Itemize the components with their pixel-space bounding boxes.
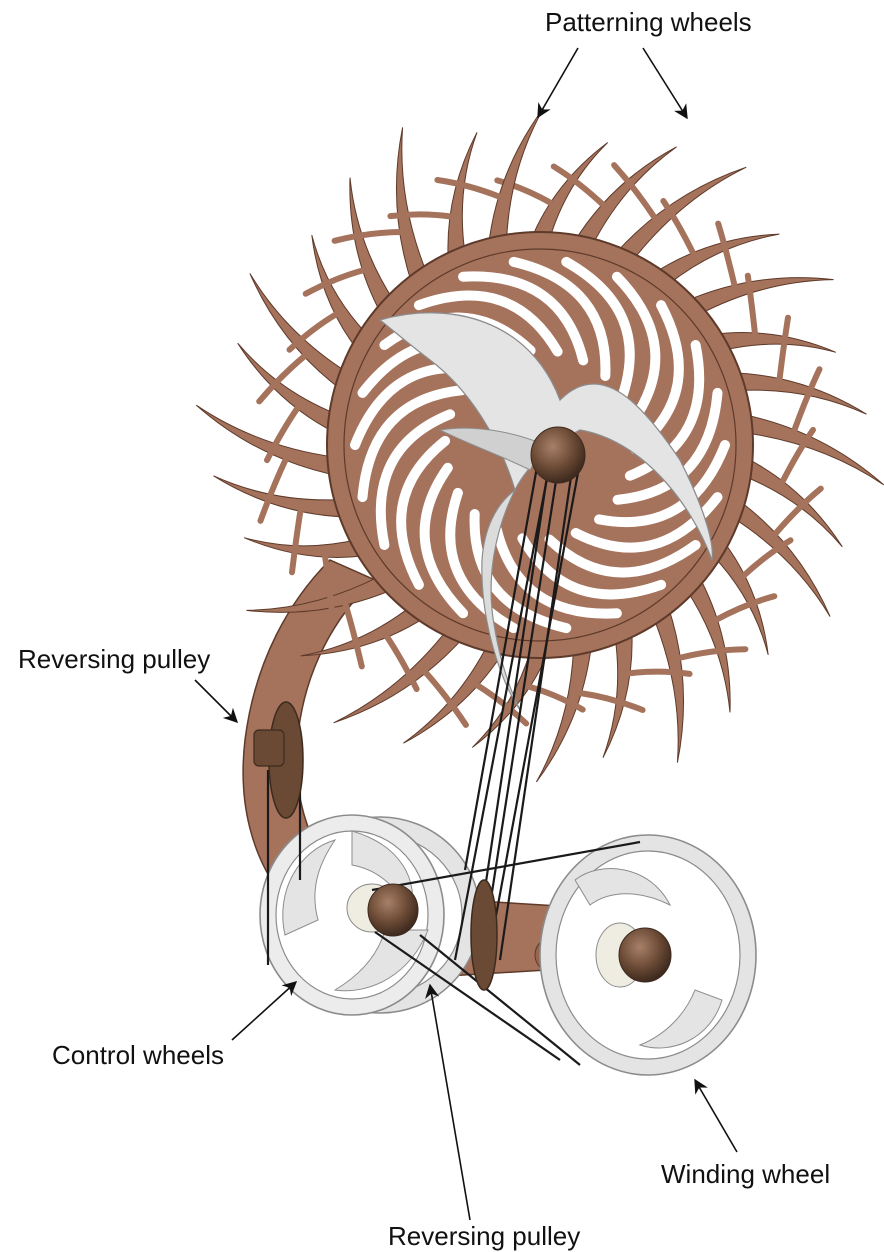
arrow-patterning-left	[538, 48, 578, 117]
arrow-winding	[695, 1080, 737, 1152]
wheel-spike-branch	[779, 318, 788, 381]
wheel-spike-branch	[679, 649, 745, 658]
wheel-spike-branch	[628, 672, 689, 674]
wheel-spike-branch	[580, 693, 643, 710]
wheel-spike	[488, 108, 543, 247]
wheel-spike	[686, 278, 834, 315]
label-reversing-pulley-left: Reversing pulley	[18, 644, 210, 674]
wheel-spike-branch	[306, 270, 365, 294]
knob-control	[368, 884, 418, 936]
wheel-spike	[536, 643, 591, 782]
arrow-control	[232, 982, 296, 1040]
arrow-reversing-left	[195, 680, 237, 722]
wheel-spike-branch	[261, 459, 287, 521]
wheel-spike-branch	[390, 214, 451, 216]
wheel-spike-branch	[290, 314, 337, 350]
wheel-spike-branch	[794, 369, 820, 431]
label-winding-wheel: Winding wheel	[661, 1159, 830, 1189]
wheel-spike	[732, 373, 867, 414]
wheel-spike-branch	[716, 596, 775, 620]
wheel-spike-branch	[437, 180, 500, 197]
reversing-pulley-bottom-part	[471, 880, 497, 990]
label-control-wheels: Control wheels	[52, 1040, 224, 1070]
wheel-spike	[396, 127, 427, 284]
wheel-spike	[214, 476, 349, 517]
wheel-spike	[653, 605, 684, 762]
wheel-spike-branch	[345, 604, 362, 667]
wheel-spike	[686, 575, 730, 712]
knob-top	[531, 427, 585, 483]
wheel-spike-branch	[743, 540, 790, 576]
wheel-spike-branch	[292, 510, 301, 573]
wheel-spike-branch	[335, 232, 401, 241]
wheel-spike	[350, 178, 394, 315]
arrow-patterning-right	[643, 48, 687, 118]
knob-winding	[619, 928, 671, 982]
arrow-reversing-bottom	[430, 985, 470, 1220]
label-patterning-wheels: Patterning wheels	[545, 7, 752, 37]
wheel-spike-branch	[718, 224, 735, 287]
label-reversing-pulley-bottom: Reversing pulley	[388, 1221, 580, 1251]
